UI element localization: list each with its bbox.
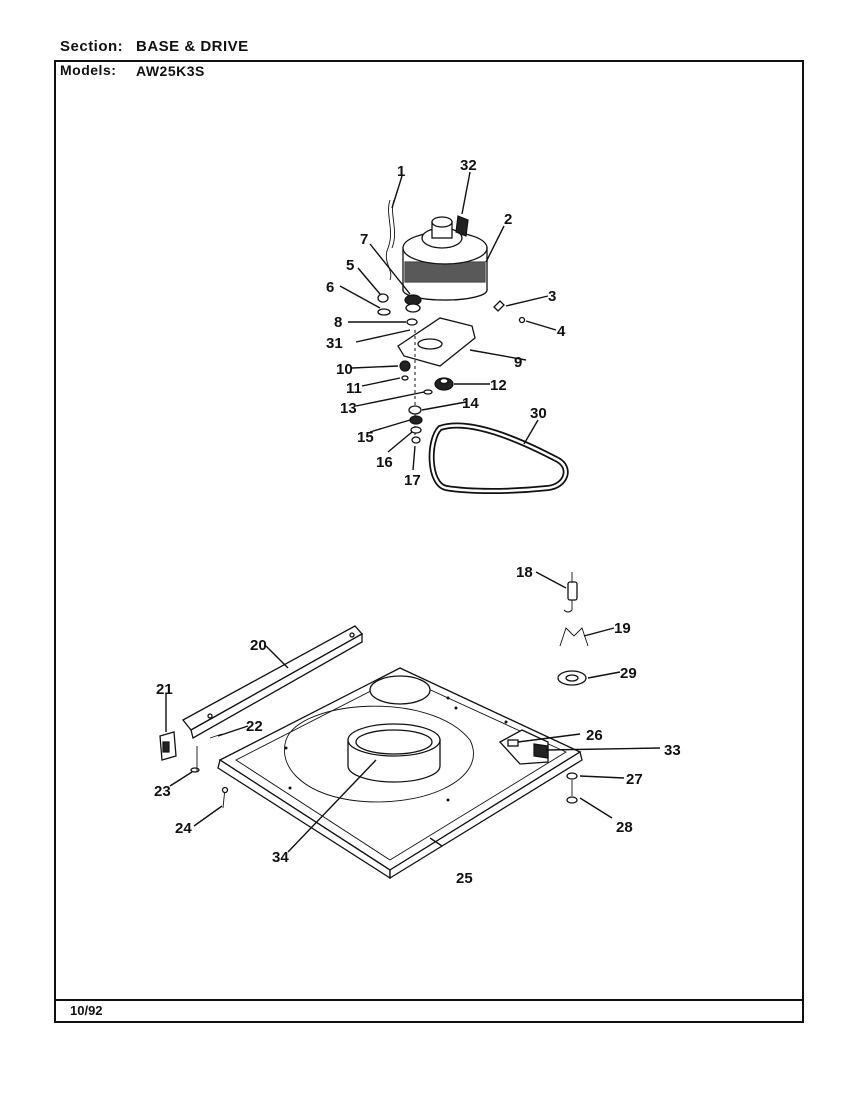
callout-26: 26 [586,727,603,744]
callout-18: 18 [516,564,533,581]
callout-4: 4 [557,323,566,340]
callout-32: 32 [460,157,477,174]
callout-10: 10 [336,361,353,378]
callout-28: 28 [616,819,633,836]
callout-14: 14 [462,395,479,412]
callout-29: 29 [620,665,637,682]
base-pan [217,667,583,880]
callout-11: 11 [346,380,362,397]
callout-9: 9 [514,354,522,371]
callout-labels: 1 2 3 4 5 6 7 8 9 10 11 12 13 14 15 16 1… [154,157,681,887]
callout-34: 34 [272,849,289,866]
callout-27: 27 [626,771,643,788]
callout-21: 21 [156,681,173,698]
motor-assembly [377,199,526,444]
callout-23: 23 [154,783,171,800]
callout-33: 33 [664,742,681,759]
tub-support-ring [347,723,441,783]
models-value: AW25K3S [136,63,205,79]
callout-22: 22 [246,718,263,735]
callout-2: 2 [504,211,512,228]
motor-switch [455,215,469,237]
callout-8: 8 [334,314,342,331]
callout-3: 3 [548,288,556,305]
callout-5: 5 [346,257,354,274]
callout-1: 1 [397,163,405,180]
callout-19: 19 [614,620,631,637]
callout-30: 30 [530,405,547,422]
callout-7: 7 [360,231,368,248]
footer-rule [54,999,804,1001]
leader-lines [165,171,661,853]
wire-harness [385,199,392,281]
leveling-parts [557,572,589,686]
base-brace [182,625,364,739]
callout-20: 20 [250,637,267,654]
callout-13: 13 [340,400,357,417]
callout-17: 17 [404,472,421,489]
callout-25: 25 [456,870,473,887]
corner-bracket [159,731,229,809]
callout-6: 6 [326,279,334,296]
callout-15: 15 [357,429,374,446]
drive-belt [428,422,569,494]
models-label: Models: [60,62,117,78]
callout-24: 24 [175,820,192,837]
footer-date: 10/92 [70,1003,103,1018]
callout-12: 12 [490,377,507,394]
section-label: Section: [60,38,124,55]
callout-16: 16 [376,454,393,471]
callout-31: 31 [326,335,343,352]
section-value: BASE & DRIVE [136,38,249,55]
diagram-frame [54,60,804,1023]
